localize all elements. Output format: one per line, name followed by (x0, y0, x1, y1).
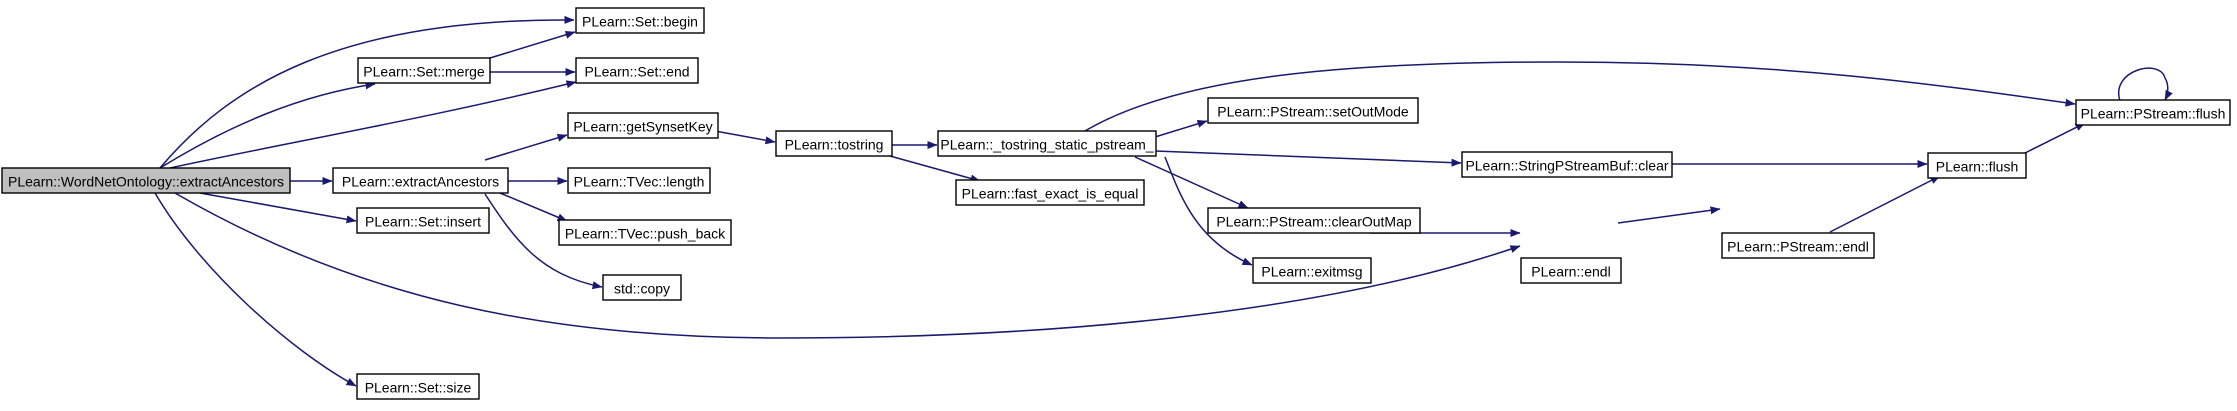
edge-root-to-set-begin (159, 15, 575, 169)
node-label: PLearn::StringPStreamBuf::clear (1465, 158, 1668, 174)
edge-get-synset-key-to-tostring (714, 130, 776, 145)
node-label: PLearn::PStream::setOutMode (1217, 104, 1409, 120)
node-label: PLearn::PStream::flush (2081, 106, 2226, 122)
node-flush[interactable]: PLearn::flush (1927, 152, 2027, 179)
node-label: PLearn::PStream::clearOutMap (1216, 214, 1412, 230)
edge-tostring-static-pstream-to-pstream-set-out-mode (1154, 119, 1208, 138)
node-label: PLearn::Set::size (365, 380, 472, 396)
edge-root-to-endl (174, 192, 1521, 339)
node-pstream-flush[interactable]: PLearn::PStream::flush (2075, 99, 2231, 126)
node-pstream-clear-out-map[interactable]: PLearn::PStream::clearOutMap (1207, 207, 1421, 234)
node-tostring-static-pstream[interactable]: PLearn::_tostring_static_pstream_ (937, 130, 1157, 157)
node-set-insert[interactable]: PLearn::Set::insert (356, 207, 490, 234)
node-label: PLearn::WordNetOntology::extractAncestor… (8, 174, 284, 190)
node-string-pstreambuf-clear[interactable]: PLearn::StringPStreamBuf::clear (1461, 151, 1673, 178)
node-label: PLearn::extractAncestors (342, 174, 499, 190)
node-fast-exact-is-equal[interactable]: PLearn::fast_exact_is_equal (955, 179, 1145, 206)
edge-root-to-set-merge (159, 81, 376, 169)
node-set-merge[interactable]: PLearn::Set::merge (357, 57, 491, 84)
node-label: PLearn::Set::begin (582, 14, 698, 30)
node-label: std::copy (614, 281, 670, 297)
edge-pstream-flush-self-loop (2117, 67, 2173, 102)
edge-tostring-static-pstream-to-string-pstreambuf-clear (1154, 150, 1462, 167)
edge-extract-ancestors-to-tvec-push-back (499, 192, 568, 222)
node-label: PLearn::Set::merge (363, 64, 485, 80)
edge-root-to-set-size (154, 192, 357, 387)
node-label: PLearn::Set::insert (365, 214, 481, 230)
node-tvec-push-back[interactable]: PLearn::TVec::push_back (558, 219, 732, 246)
node-label: PLearn::fast_exact_is_equal (962, 186, 1139, 202)
edge-endl-to-pstream-endl (1617, 206, 1721, 224)
node-label: PLearn::tostring (785, 137, 884, 153)
node-label: PLearn::_tostring_static_pstream_ (940, 137, 1153, 153)
node-extract-ancestors[interactable]: PLearn::extractAncestors (332, 167, 509, 194)
edge-flush-to-pstream-flush (2024, 122, 2086, 154)
node-label: PLearn::Set::end (584, 64, 689, 80)
node-label: PLearn::flush (1936, 159, 2019, 175)
edge-extract-ancestors-to-std-copy (484, 193, 603, 290)
node-exitmsg[interactable]: PLearn::exitmsg (1252, 257, 1372, 284)
node-set-begin[interactable]: PLearn::Set::begin (575, 7, 705, 34)
node-label: PLearn::getSynsetKey (573, 119, 712, 135)
edge-extract-ancestors-to-get-synset-key (484, 133, 568, 161)
node-endl[interactable]: PLearn::endl (1520, 257, 1622, 284)
node-root[interactable]: PLearn::WordNetOntology::extractAncestor… (1, 167, 291, 194)
edge-tostring-static-pstream-to-pstream-clear-out-map (1134, 156, 1249, 209)
node-label: PLearn::endl (1531, 264, 1610, 280)
node-std-copy[interactable]: std::copy (602, 274, 682, 301)
edge-set-merge-to-set-begin (489, 30, 576, 59)
node-get-synset-key[interactable]: PLearn::getSynsetKey (567, 112, 719, 139)
node-label: PLearn::exitmsg (1261, 264, 1362, 280)
node-pstream-set-out-mode[interactable]: PLearn::PStream::setOutMode (1207, 97, 1419, 124)
edge-pstream-endl-to-flush (1829, 175, 1941, 233)
node-tostring[interactable]: PLearn::tostring (775, 130, 893, 157)
edge-tostring-static-pstream-to-exitmsg (1164, 156, 1253, 266)
edge-root-to-set-end (169, 80, 577, 169)
edge-tostring-static-pstream-to-pstream-flush (1084, 61, 2076, 132)
node-pstream-endl[interactable]: PLearn::PStream::endl (1721, 232, 1875, 259)
edge-root-to-set-insert (199, 192, 357, 224)
node-set-end[interactable]: PLearn::Set::end (575, 57, 699, 84)
node-label: PLearn::TVec::length (574, 174, 705, 190)
node-tvec-length[interactable]: PLearn::TVec::length (567, 167, 711, 194)
edge-tostring-to-fast-exact-is-equal (889, 155, 981, 183)
node-set-size[interactable]: PLearn::Set::size (356, 373, 480, 400)
node-label: PLearn::PStream::endl (1727, 239, 1869, 255)
node-label: PLearn::TVec::push_back (565, 226, 726, 242)
